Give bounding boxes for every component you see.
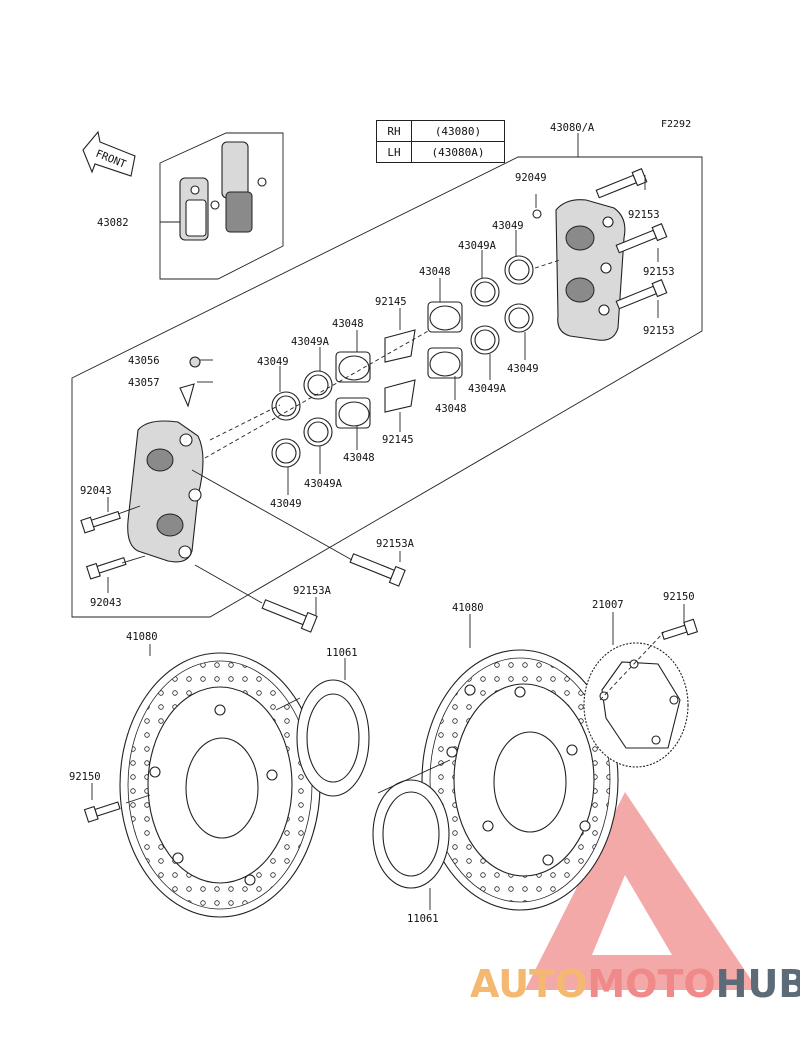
label-92150-2: 92150 <box>69 771 101 783</box>
bolts-92153 <box>595 168 668 310</box>
rh-lh-code-table: RH (43080) LH (43080A) <box>376 120 505 163</box>
label-43049a-l1: 43049A <box>468 383 507 395</box>
label-43056: 43056 <box>128 355 160 367</box>
pad-set-group <box>159 132 284 280</box>
label-92150-1: 92150 <box>663 591 695 603</box>
watermark-auto: AUTO <box>470 962 588 1006</box>
table-code: (43080) <box>411 120 505 142</box>
label-92043-1: 92043 <box>80 485 112 497</box>
label-43048-l2: 43048 <box>343 452 375 464</box>
label-43048-l1: 43048 <box>435 403 467 415</box>
label-43082: 43082 <box>97 217 129 229</box>
table-side: LH <box>376 141 412 163</box>
label-43049a-r3: 43049A <box>291 336 330 348</box>
label-92153-1: 92153 <box>628 209 660 221</box>
label-92145-l1: 92145 <box>382 434 414 446</box>
label-43049a-l3: 43049A <box>304 478 343 490</box>
front-arrow-icon: FRONT <box>82 130 136 177</box>
label-92153-2: 92153 <box>643 266 675 278</box>
leader-lines <box>91 175 685 910</box>
label-21007: 21007 <box>592 599 624 611</box>
label-92049: 92049 <box>515 172 547 184</box>
caliper-right-half <box>555 199 626 341</box>
watermark-hub: HUB <box>715 962 800 1006</box>
label-43049-l2: 43049 <box>507 363 539 375</box>
label-43057: 43057 <box>128 377 160 389</box>
caliper-left-half <box>127 356 204 563</box>
table-row: LH (43080A) <box>376 141 505 163</box>
label-92153-3: 92153 <box>643 325 675 337</box>
part-labels: 43080/A 43082 43056 43057 92049 92153 92… <box>69 122 695 925</box>
seals-pistons-right <box>271 255 534 468</box>
table-side: RH <box>376 120 412 142</box>
table-row: RH (43080) <box>376 120 505 142</box>
label-92153a-1: 92153A <box>376 538 415 550</box>
brake-disc-left <box>119 652 321 918</box>
label-43048-r1: 43048 <box>419 266 451 278</box>
watermark-triangle <box>525 792 758 990</box>
table-code: (43080A) <box>411 141 505 163</box>
label-11061-2: 11061 <box>407 913 439 925</box>
figure-code: F2292 <box>661 119 692 130</box>
label-92145-r1: 92145 <box>375 296 407 308</box>
label-11061-1: 11061 <box>326 647 358 659</box>
bolt-92150-right <box>661 618 699 641</box>
label-43080-a: 43080/A <box>550 122 595 134</box>
label-43049a-r2: 43049A <box>458 240 497 252</box>
label-43048-r2: 43048 <box>332 318 364 330</box>
label-43049-r1: 43049 <box>492 220 524 232</box>
label-41080-right: 41080 <box>452 602 484 614</box>
label-43049-r3: 43049 <box>257 356 289 368</box>
label-43049-l4: 43049 <box>270 498 302 510</box>
bolt-92150-left <box>83 801 121 823</box>
watermark-moto: MOTO <box>587 962 716 1006</box>
label-41080-left: 41080 <box>126 631 158 643</box>
label-92043-2: 92043 <box>90 597 122 609</box>
brake-disc-right <box>421 649 619 911</box>
caliper-exploded-frame <box>71 156 703 618</box>
watermark-logo: AUTOMOTOHUB <box>470 962 800 1006</box>
label-92153a-2: 92153A <box>293 585 332 597</box>
bolts-lower <box>80 510 406 633</box>
